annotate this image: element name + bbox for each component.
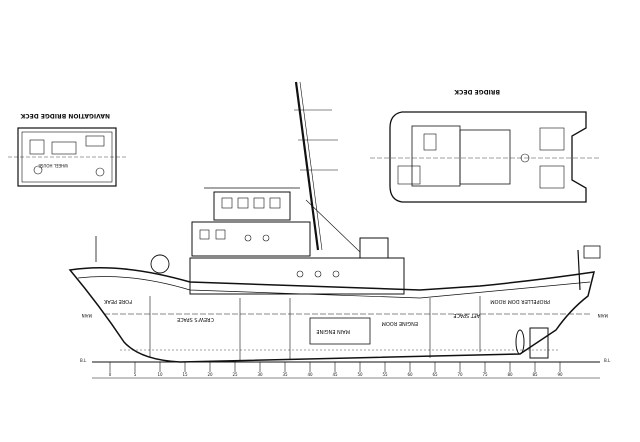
bridge-deck-outline	[389, 111, 587, 203]
main-left-label: MAIN	[82, 313, 92, 318]
aft-flag	[583, 245, 601, 259]
nav-deck-chart-table	[51, 141, 77, 155]
frame-number: 75	[482, 372, 488, 377]
frame-number: 80	[507, 372, 513, 377]
frame-number: 30	[257, 372, 263, 377]
frame-number: 0	[109, 372, 112, 377]
frame-number: 60	[407, 372, 413, 377]
nav-deck-wheel	[33, 165, 43, 175]
wheelhouse-window-2	[237, 197, 249, 209]
mast-rear	[299, 81, 323, 251]
frame-number: 70	[457, 372, 463, 377]
main-deckhouse-porthole-2	[314, 270, 322, 278]
wheelhouse-window-4	[269, 197, 281, 209]
fore-peak-label: FORE PEAK	[103, 298, 132, 304]
mast	[294, 81, 320, 251]
bridge-deck-cabin	[459, 129, 511, 185]
frame-number: 50	[357, 372, 363, 377]
bridge-deck-title: BRIDGE DECK	[454, 88, 500, 95]
main-deckhouse-porthole-1	[296, 270, 304, 278]
frame-number: 85	[532, 372, 538, 377]
engine-room-label: ENGINE ROOM	[382, 320, 418, 326]
frame-number: 5	[134, 372, 137, 377]
navigation-bridge-deck-title: NAVIGATION BRIDGE DECK	[20, 112, 110, 119]
propeller-dom-room-label: PROPELLER DOM ROOM	[490, 298, 550, 304]
wheelhouse-window-1	[221, 197, 233, 209]
main-engine-label: MAIN ENGINE	[316, 328, 350, 334]
bridge-deck-stair	[423, 133, 437, 151]
wheelhouse	[213, 191, 291, 221]
deckhouse-window-1	[199, 229, 210, 240]
frame-number: 15	[182, 372, 188, 377]
mast-stay	[305, 199, 361, 253]
aft-flagstaff	[577, 249, 581, 291]
main-deckhouse-porthole-3	[332, 270, 340, 278]
bridge-deck-plan: BRIDGE DECK	[370, 88, 600, 203]
bridge-deckhouse	[191, 221, 311, 257]
aft-space-label: AFT SPACE	[453, 312, 480, 318]
deckhouse-porthole-1	[244, 234, 252, 242]
bl-right-label: B.L	[604, 358, 611, 363]
nav-deck-compass	[95, 167, 105, 177]
bridge-deck-vent	[520, 153, 530, 163]
funnel	[359, 237, 389, 259]
main-right-label: MAIN	[598, 313, 608, 318]
frame-number: 10	[157, 372, 163, 377]
deckhouse-porthole-2	[262, 234, 270, 242]
frame-number: 40	[307, 372, 313, 377]
crews-space-label: CREW'S SPACE	[177, 316, 214, 322]
bl-left-label: B.L	[80, 358, 87, 363]
frame-number: 25	[232, 372, 238, 377]
ship-profile: FORE PEAK CREW'S SPACE MAIN ENGINE ENGIN…	[68, 81, 611, 379]
frame-number-scale: 0 5 10 15 20 25 30 35 40 45 50 55 60 65 70 75 80 85 90	[109, 362, 563, 377]
bridge-deck-bollard-port	[539, 127, 565, 151]
rudder	[529, 327, 549, 359]
frame-number: 45	[332, 372, 338, 377]
frame-number: 35	[282, 372, 288, 377]
nav-deck-console	[29, 139, 45, 155]
frame-number: 55	[382, 372, 388, 377]
frame-number: 65	[432, 372, 438, 377]
hull	[68, 267, 595, 363]
wheelhouse-window-3	[253, 197, 265, 209]
frame-number: 20	[207, 372, 213, 377]
wheel-house-label: WHEEL HOUSE	[38, 163, 68, 168]
bridge-deck-bollard-stbd	[539, 165, 565, 189]
bulwark-line	[77, 276, 591, 299]
main-engine-block	[309, 317, 371, 345]
navigation-bridge-deck-plan: NAVIGATION BRIDGE DECK WHEEL HOUSE	[8, 112, 126, 187]
bridge-deck-store	[397, 165, 421, 185]
nav-deck-locker	[85, 135, 105, 147]
propeller	[515, 329, 525, 355]
frame-number: 90	[557, 372, 563, 377]
deckhouse-window-2	[215, 229, 226, 240]
anchor-windlass	[150, 254, 170, 274]
